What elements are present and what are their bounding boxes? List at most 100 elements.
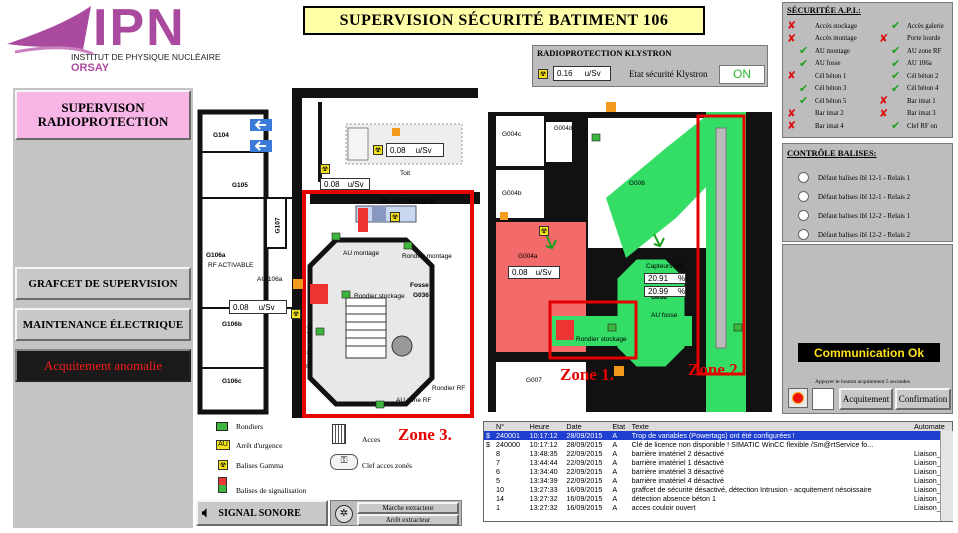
signal-sonore-button[interactable]: 🔈︎ SIGNAL SONORE <box>196 500 328 526</box>
radioprotection-button[interactable]: SUPERVISON RADIOPROTECTION <box>15 90 191 140</box>
api-left-column: ✘Accès stockage✘Accès montage✔AU montage… <box>787 20 869 133</box>
zone-2-label: Zone 2. <box>688 360 742 379</box>
confirmation-button[interactable]: Confirmation <box>895 388 951 410</box>
dose-reading-g106a-unit: u/Sv <box>258 302 275 312</box>
alarm-cell-state: A <box>612 503 618 512</box>
o2-sensor-2: 20.99 % <box>644 286 686 297</box>
api-status-label: Accès galerie <box>907 22 944 30</box>
alarm-header[interactable]: Texte <box>631 422 649 431</box>
marche-extracteur-button[interactable]: Marche extracteur <box>357 502 459 514</box>
au-badge: AU <box>216 440 230 450</box>
dose-reading-roof: 0.08 u/Sv <box>386 143 444 157</box>
extracteur-panel: ✲ Marche extracteur Arrêt extracteur <box>330 500 462 526</box>
alarm-cell-state: A <box>612 458 618 467</box>
alarm-number: 6 <box>496 467 500 476</box>
gamma-beacon-icon: ☢ <box>218 460 228 470</box>
rondier-montage-label: Rondier montage <box>402 253 452 260</box>
dose-reading-roof-value: 0.08 <box>390 145 406 155</box>
floor-plan <box>196 88 772 418</box>
balise-status-indicator <box>798 210 809 221</box>
api-status-label: Cél béton 4 <box>907 85 939 93</box>
alarm-cell-text: détection absence béton 1 <box>631 494 716 503</box>
alarm-cell-text: graffcet de sécurité désactivé, détectio… <box>631 485 872 494</box>
arret-extracteur-button[interactable]: Arrêt extracteur <box>357 514 459 526</box>
alarm-header[interactable]: Heure <box>529 422 550 431</box>
cross-icon: ✘ <box>787 19 797 33</box>
legend-rondiers: Rondiers <box>236 422 264 431</box>
alarm-header[interactable]: Automate <box>914 422 945 431</box>
legend-arret-urgence: Arrêt d'urgence <box>236 441 283 450</box>
api-status-label: Cél béton 5 <box>815 97 847 105</box>
cross-icon: ✘ <box>879 106 889 120</box>
alarm-cell-num: 6 <box>484 467 528 476</box>
acquittement-anomalie-button[interactable]: Acquitement anomalie <box>15 349 191 382</box>
grafcet-button[interactable]: GRAFCET DE SUPERVISION <box>15 267 191 300</box>
alarm-cell-num: 5 <box>484 476 528 485</box>
api-status-row: ✘Porte lourde <box>879 33 954 46</box>
o2-sensor-2-value: 20.99 <box>648 287 669 296</box>
alarm-scrollbar[interactable] <box>940 431 953 521</box>
balise-status-indicator <box>798 229 809 240</box>
alarm-cell-date: 22/09/2015 <box>566 467 603 476</box>
page-title: SUPERVISION SÉCURITÉ BATIMENT 106 <box>303 6 705 35</box>
alarm-cell-time: 13:27:33 <box>529 485 558 494</box>
klystron-dose-value: 0.16 <box>557 69 573 78</box>
alarm-number: 10 <box>496 485 504 494</box>
alarm-cell-date: 16/09/2015 <box>566 503 603 512</box>
room-g106c: G106c <box>222 378 242 385</box>
legend-balises-signalisation: Balises de signalisation <box>236 486 307 495</box>
cross-icon: ✘ <box>879 94 889 108</box>
alarm-cell-num: $240001 <box>484 431 528 440</box>
api-title: SÉCURITÉE A.P.I.: <box>787 5 861 15</box>
klystron-state-label: Etat sécurité Klystron <box>629 69 708 79</box>
alarm-cell-plc: Liaison_1 <box>914 485 945 494</box>
room-g106b: G106b <box>222 321 242 328</box>
api-status-row: ✔AU zone RF <box>879 45 954 58</box>
signal-sonore-label: SIGNAL SONORE <box>218 507 301 519</box>
alarm-cell-state: A <box>612 449 618 458</box>
alarm-number: 1 <box>496 503 500 512</box>
check-icon: ✔ <box>891 119 901 133</box>
gamma-beacon-icon: ☢ <box>373 145 383 155</box>
dose-reading-g105: 0.08 u/Sv <box>320 178 370 190</box>
api-status-label: AU fosse <box>815 60 841 68</box>
alarm-cell-plc: Liaison_1 <box>914 449 945 458</box>
api-status-label: Cél béton 3 <box>815 85 847 93</box>
alarm-cell-date: 22/09/2015 <box>566 458 603 467</box>
api-status-label: Porte lourde <box>907 35 941 43</box>
alarm-cell-plc: Liaison_1 <box>914 476 945 485</box>
alarm-cell-text: barrière imatériel 2 désactivé <box>631 449 724 458</box>
alarm-header[interactable]: Date <box>566 422 582 431</box>
status-panel: Communication Ok Appuyer le bouton acqui… <box>782 244 953 414</box>
api-right-column: ✔Accès galerie✘Porte lourde✔AU zone RF✔A… <box>879 20 954 133</box>
alarm-header[interactable]: Etat <box>612 422 626 431</box>
o2-sensor-2-unit: % <box>678 287 686 296</box>
dose-reading-g106a-value: 0.08 <box>233 302 249 312</box>
alarm-cell-text: barrière imatériel 1 désactivé <box>631 458 724 467</box>
api-status-label: AU montage <box>815 47 850 55</box>
api-status-row: ✘Accès stockage <box>787 20 869 33</box>
balises-title: CONTRÔLE BALISES: <box>787 148 877 158</box>
alarm-cell-state: A <box>612 476 618 485</box>
acquitement-button[interactable]: Acquitement <box>839 388 893 410</box>
room-g107: G107 <box>274 217 282 234</box>
alarm-header[interactable]: N° <box>496 422 505 431</box>
alarm-cell-time: 10:17:12 <box>529 431 558 440</box>
alarm-cell-text: acces couloir ouvert <box>631 503 696 512</box>
maintenance-button[interactable]: MAINTENANCE ÉLECTRIQUE <box>15 308 191 341</box>
alarm-cell-date: 28/09/2015 <box>566 440 603 449</box>
alarm-cell-date: 16/09/2015 <box>566 485 603 494</box>
alarm-cell-num: 7 <box>484 458 528 467</box>
check-icon: ✔ <box>799 44 809 58</box>
room-g104: G104 <box>213 132 229 139</box>
balise-row: Défaut balises ibl 12-1 - Relais 2 <box>798 187 953 206</box>
